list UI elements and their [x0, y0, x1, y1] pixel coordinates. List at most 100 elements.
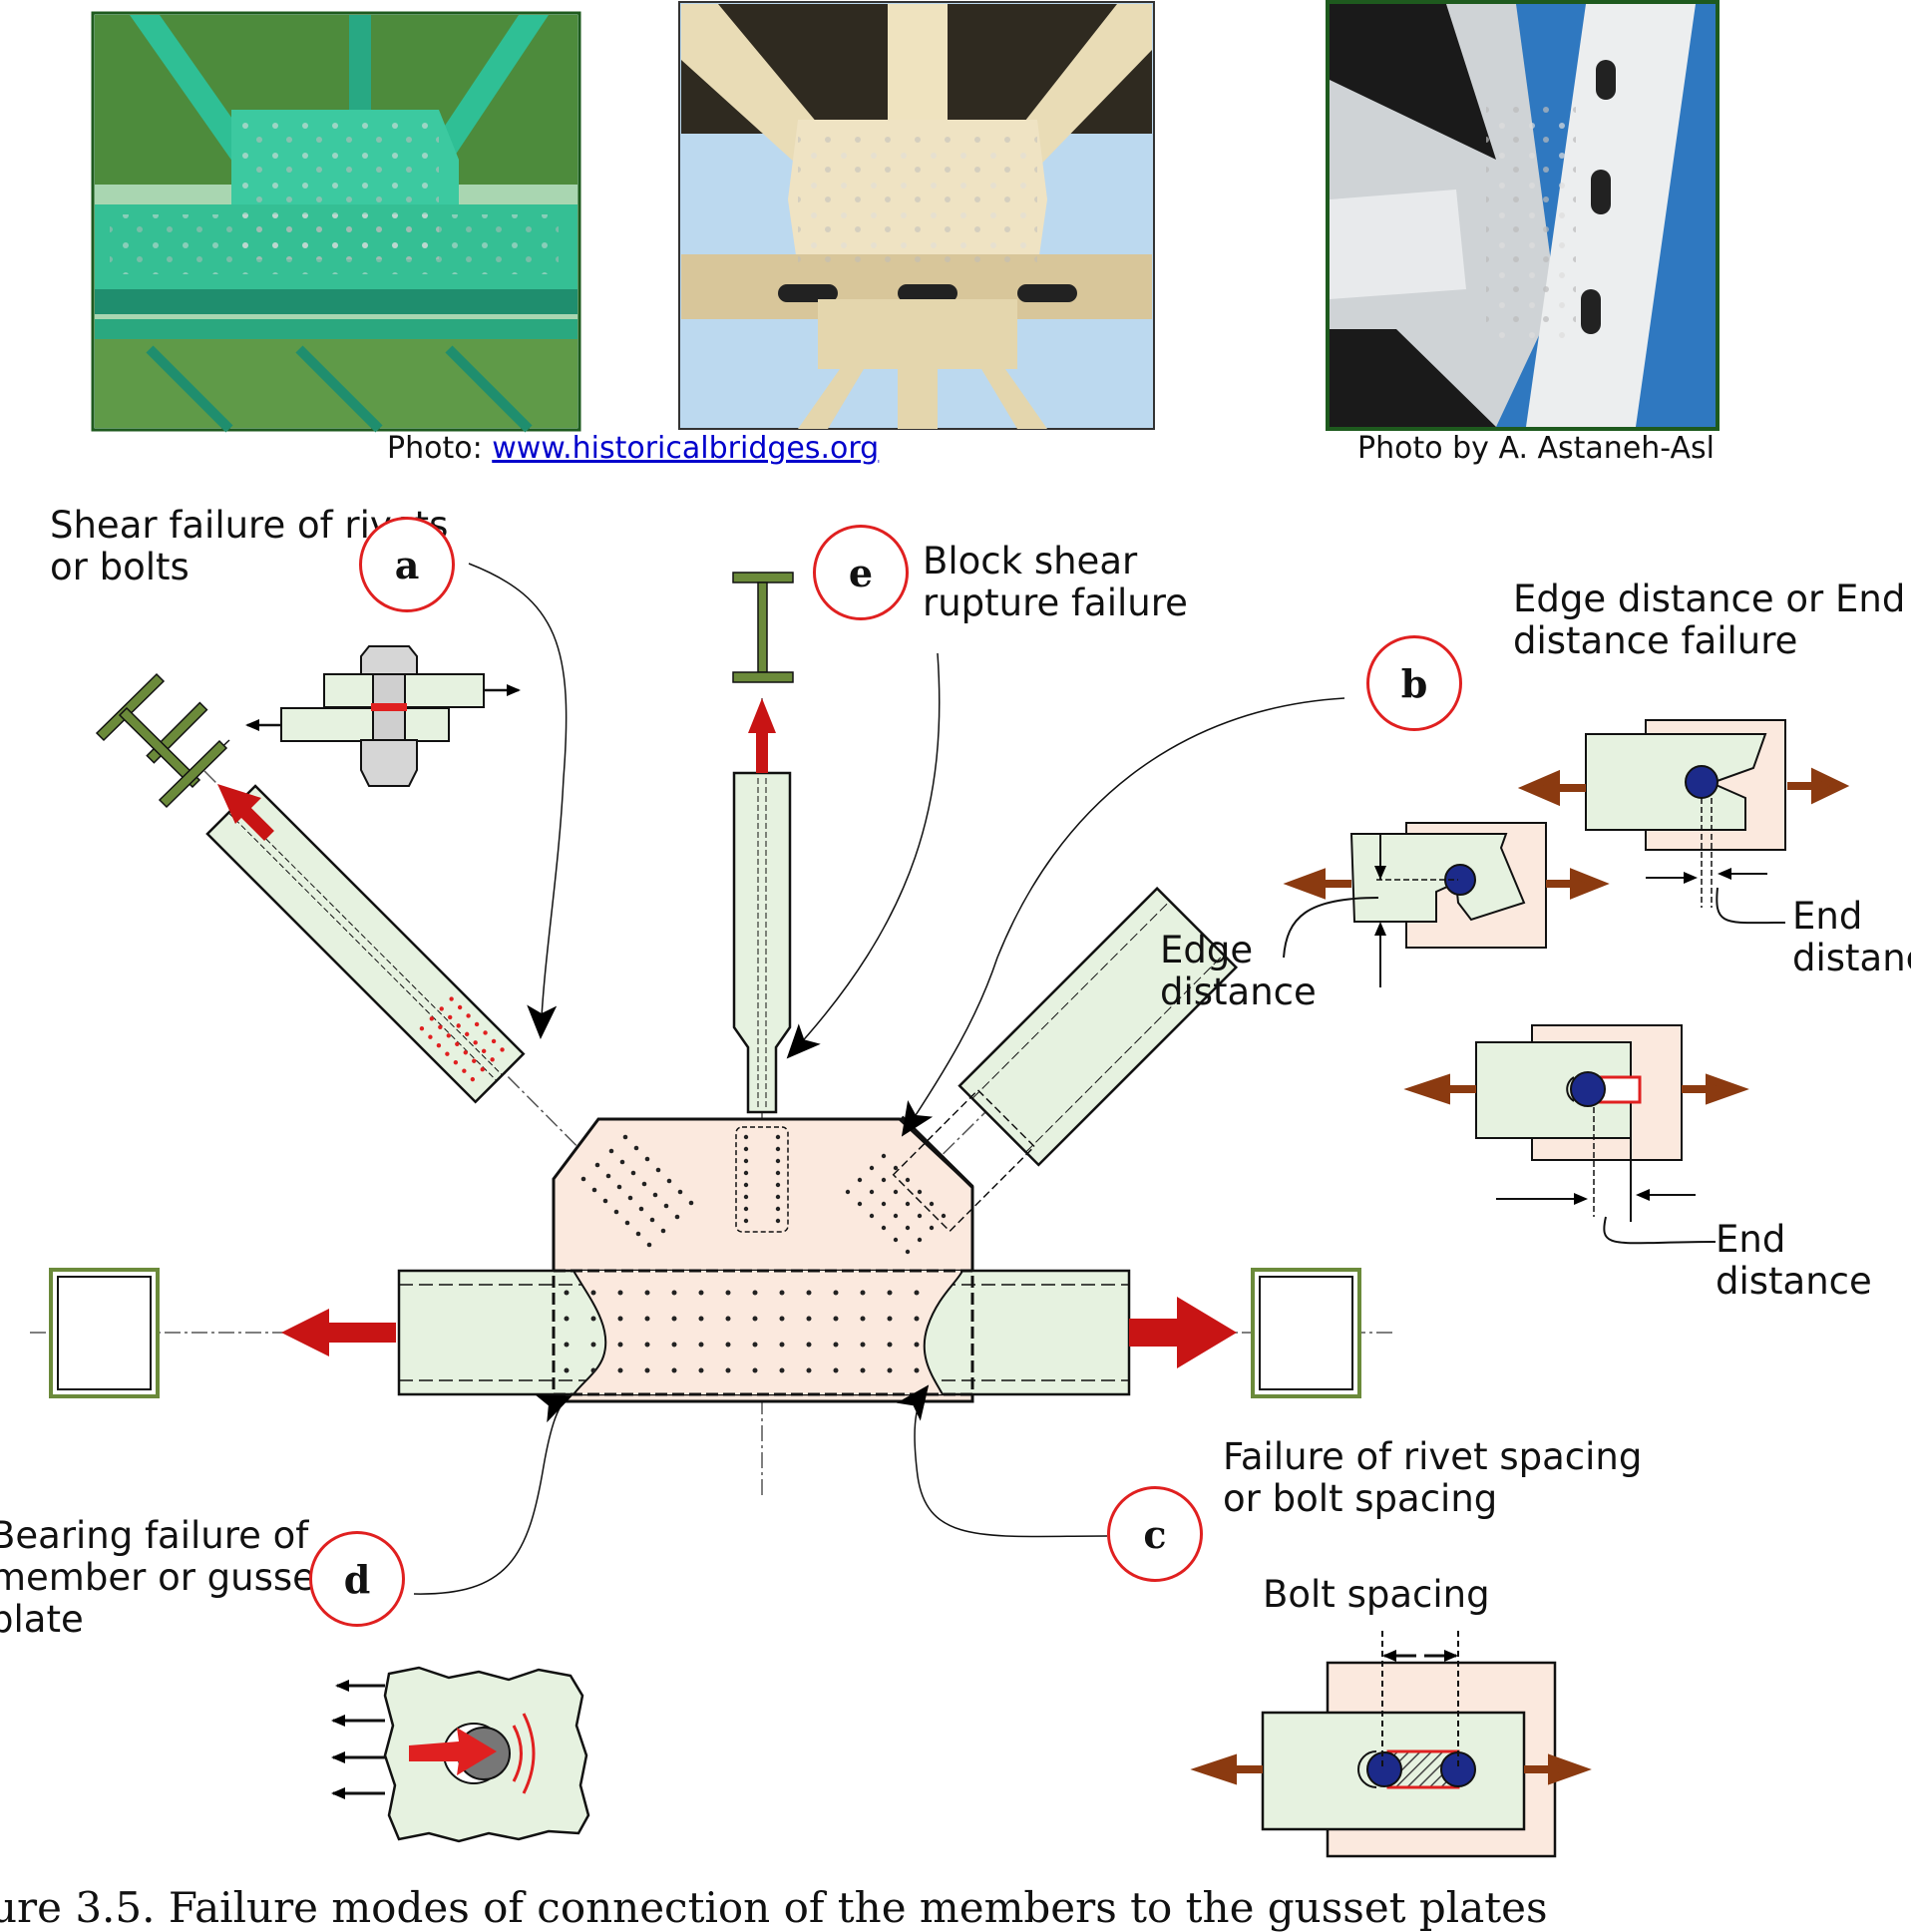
mode-d-label-line1: Bearing failure of	[0, 1514, 309, 1557]
bolt-dot	[887, 1290, 893, 1296]
bolt-dot	[466, 1013, 471, 1018]
right-diagonal-bolt-group	[845, 1153, 947, 1255]
bolt-dot	[446, 1033, 451, 1038]
bolt-dot	[644, 1316, 650, 1322]
bolt-dot	[914, 1316, 920, 1322]
bolt-dot	[775, 1146, 781, 1152]
bolt-dot	[905, 1201, 911, 1207]
bolt-dot	[893, 1165, 899, 1171]
bolt-dot	[881, 1225, 887, 1231]
bolt-dot	[752, 1367, 758, 1373]
gusset-bolt-group-left	[580, 1134, 694, 1248]
bolt-dot	[602, 1198, 608, 1204]
bolt-dot	[887, 1342, 893, 1348]
bolt-dot	[688, 1200, 694, 1206]
bolt-dot	[914, 1367, 920, 1373]
bolt-dot	[905, 1249, 911, 1255]
bolt-dot	[630, 1170, 636, 1176]
photo-cream-bridge	[678, 1, 1155, 430]
bolt-dot	[666, 1178, 672, 1184]
bolt-dot	[456, 1023, 461, 1028]
bolt-dot	[905, 1177, 911, 1183]
bolt-dot	[644, 1342, 650, 1348]
figure-caption: ure 3.5. Failure modes of connection of …	[0, 1883, 1548, 1932]
bolt-dot	[436, 1042, 442, 1048]
bolt-dot	[617, 1316, 623, 1322]
bolt-dot	[779, 1316, 785, 1322]
historicalbridges-link[interactable]: www.historicalbridges.org	[492, 431, 880, 466]
bolt-dot	[457, 1004, 463, 1010]
bolt-dot	[462, 1068, 467, 1073]
bolt-dot	[698, 1342, 704, 1348]
photo-credit-prefix: Photo:	[387, 431, 483, 466]
bolt-dot	[564, 1290, 570, 1296]
bolt-dot	[624, 1220, 630, 1226]
bolt-dot	[445, 1051, 450, 1056]
bolt-dot	[481, 1048, 487, 1054]
bolt-dot	[655, 1167, 661, 1173]
bolt-dot	[779, 1342, 785, 1348]
bolt-dot	[638, 1206, 644, 1212]
bolt-dot	[914, 1290, 920, 1296]
force-arrow-diagonal	[217, 784, 274, 841]
bolt-dot	[480, 1067, 485, 1072]
gusset-overlap-center	[552, 1269, 974, 1396]
force-arrow-left	[281, 1309, 396, 1356]
vertical-bolt-group	[743, 1134, 781, 1224]
bolt-dot	[860, 1316, 866, 1322]
bolt-dot	[671, 1367, 677, 1373]
bolt-dot	[698, 1367, 704, 1373]
section-i-beam-diagonal	[146, 701, 208, 764]
bolt-dot	[564, 1367, 570, 1373]
bolt-dot	[725, 1290, 731, 1296]
edge-distance-label-line1: Edge	[1160, 929, 1254, 971]
bolt-dot	[725, 1367, 731, 1373]
bolt-dot	[905, 1225, 911, 1231]
bolt-dot	[677, 1189, 683, 1195]
mode-c-marker: c	[1107, 1486, 1203, 1582]
bolt-dot	[470, 1076, 476, 1082]
bolt-dot	[428, 1034, 433, 1039]
bolt-dot	[464, 1031, 470, 1037]
bolt-dot	[941, 1213, 947, 1219]
bolt-dot	[917, 1237, 923, 1243]
bolt-dot	[725, 1316, 731, 1322]
diagonal-member-right	[892, 886, 1239, 1233]
bolt-dot	[775, 1206, 781, 1212]
bolt-dot	[617, 1290, 623, 1296]
bolt-dot	[698, 1290, 704, 1296]
bolt-dot	[627, 1195, 633, 1201]
bolt-dot	[881, 1201, 887, 1207]
bolt-dot	[806, 1342, 812, 1348]
force-arrow-vertical	[748, 698, 776, 773]
bolt-dot	[775, 1134, 781, 1140]
bolt-spacing-label: Bolt spacing	[1263, 1573, 1490, 1616]
bolt-dot	[429, 1016, 435, 1021]
bolt-dot	[775, 1218, 781, 1224]
mode-d-label-line2: member or gusset	[0, 1556, 330, 1599]
bolt-dot	[419, 1026, 425, 1031]
bolt-dot	[775, 1182, 781, 1188]
section-right-box	[1251, 1268, 1361, 1398]
bolt-dot	[564, 1316, 570, 1322]
bolt-dot	[591, 1187, 597, 1193]
bolt-dot	[743, 1134, 749, 1140]
leader-lines	[413, 563, 1345, 1595]
photo-green-bridge	[91, 11, 581, 433]
bolt-dot	[635, 1231, 641, 1237]
bolt-dot	[743, 1170, 749, 1176]
bolt-dot	[590, 1342, 596, 1348]
bolt-dot	[500, 1047, 505, 1052]
bolt-dot	[594, 1162, 600, 1168]
bolt-dot	[833, 1316, 839, 1322]
photo-white-truss	[1326, 0, 1720, 431]
bolt-dot	[617, 1367, 623, 1373]
mode-e-label-line2: rupture failure	[923, 581, 1188, 624]
failed-rivets-red	[419, 996, 505, 1082]
bolt-dot	[806, 1367, 812, 1373]
bolt-dot	[439, 1006, 444, 1011]
bolt-dot	[914, 1342, 920, 1348]
bolt-dot	[463, 1050, 468, 1055]
mode-b-label-line1: Edge distance or End	[1513, 578, 1906, 620]
